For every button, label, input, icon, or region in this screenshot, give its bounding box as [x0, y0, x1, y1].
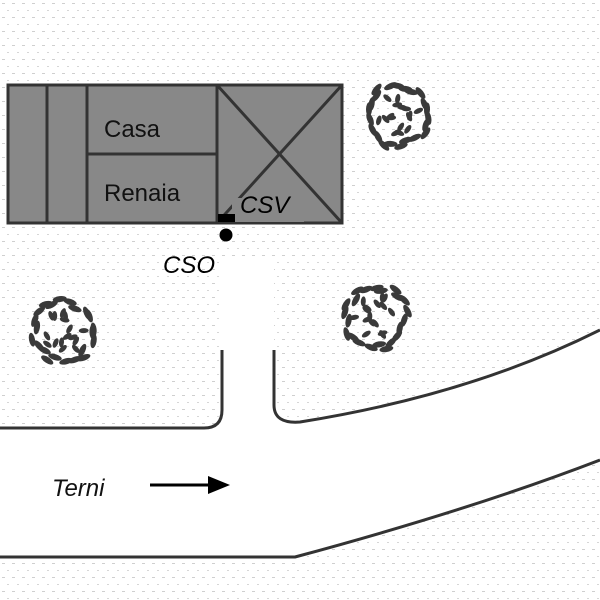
building-label-line1: Casa — [104, 116, 161, 143]
tree-leaf — [52, 296, 67, 303]
tree-leaf — [413, 107, 424, 114]
tree-leaf — [33, 306, 46, 317]
tree-icon — [365, 82, 432, 151]
tree-leaf — [391, 130, 401, 137]
tree-leaf — [28, 332, 36, 347]
tree-leaf — [367, 317, 376, 327]
tree-leaf — [385, 112, 395, 121]
building-casa-renaia: Casa Renaia — [6, 83, 344, 225]
tree-leaf — [360, 296, 366, 307]
tree-leaf — [341, 298, 351, 311]
tree-leaf — [31, 313, 39, 327]
tree-leaf — [63, 298, 77, 306]
tree-leaf — [78, 343, 87, 357]
tree-leaf — [404, 88, 419, 96]
tree-leaf — [399, 136, 413, 144]
terrain-east — [274, 260, 600, 423]
tree-leaf — [359, 285, 373, 294]
tree-leaf — [376, 115, 382, 126]
tree-leaf — [43, 331, 51, 341]
tree-icon — [341, 284, 412, 353]
tree-leaf — [366, 112, 374, 126]
tree-leaf — [62, 332, 72, 340]
tree-leaf — [381, 293, 388, 303]
tree-leaf — [368, 123, 377, 137]
road-edge-east — [272, 328, 600, 424]
tree-leaf — [78, 328, 89, 334]
tree-leaf — [395, 93, 401, 104]
tree-leaf — [45, 300, 58, 310]
road-edge-south — [0, 458, 600, 559]
tree-leaf — [43, 340, 52, 348]
label-backdrop — [232, 198, 304, 222]
tree-leaf — [381, 114, 390, 124]
tree-leaf — [66, 324, 73, 334]
tree-leaf — [68, 304, 82, 313]
tree-leaf — [397, 122, 405, 132]
csv-label: CSV — [240, 192, 291, 219]
tree-leaf — [48, 353, 62, 361]
tree-leaf — [404, 124, 412, 134]
tree-leaf — [351, 286, 364, 296]
road-edges — [0, 328, 600, 559]
tree-leaf — [34, 340, 45, 352]
tree-icon — [28, 296, 97, 365]
tree-leaf — [58, 337, 65, 348]
tree-leaf — [52, 338, 59, 348]
tree-leaf — [371, 89, 382, 102]
tree-leaf — [58, 344, 67, 353]
cso-label: CSO — [163, 252, 215, 279]
tree-leaf — [48, 311, 55, 321]
tree-leaf — [364, 343, 378, 352]
tree-leaf — [41, 355, 54, 365]
bar-marker-icon — [218, 214, 235, 222]
tree-leaf — [72, 336, 80, 346]
tree-leaf — [351, 293, 361, 307]
tree-leaf — [403, 304, 412, 318]
tree-leaf — [394, 142, 408, 150]
road-edge-west — [0, 350, 224, 430]
tree-leaf — [406, 110, 413, 121]
tree-leaf — [85, 309, 93, 323]
building-label-line2: Renaia — [104, 180, 181, 207]
tree-leaf — [383, 94, 392, 102]
tree-leaf — [372, 341, 387, 348]
tree-leaf — [90, 322, 97, 337]
tree-leaf — [59, 308, 66, 318]
tree-leaf — [349, 314, 360, 321]
tree-leaf — [389, 284, 402, 295]
tree-leaf — [362, 306, 371, 314]
tree-leaf — [71, 344, 80, 353]
tree-leaf — [59, 357, 73, 365]
arrow-right-icon — [150, 476, 230, 494]
tree-leaf — [385, 337, 397, 348]
tree-leaf — [371, 83, 382, 96]
point-marker-icon — [219, 228, 233, 242]
tree-leaf — [422, 118, 430, 132]
tree-leaf — [361, 330, 371, 338]
tree-leaf — [379, 301, 388, 310]
terrain-south — [0, 460, 600, 600]
tree-leaf — [397, 104, 408, 110]
tree-leaf — [379, 345, 394, 353]
tree-leaf — [373, 299, 381, 309]
tree-leaf — [379, 330, 387, 339]
tree-leaf — [420, 127, 431, 140]
tree-leaf — [90, 334, 97, 349]
tree-leaf — [423, 102, 431, 117]
tree-leaf — [415, 87, 426, 99]
tree-leaf — [387, 307, 396, 317]
tree-leaf — [398, 294, 410, 306]
tree-leaf — [343, 327, 351, 341]
tree-leaf — [373, 287, 388, 294]
tree-leaf — [341, 305, 349, 320]
direction-label: Terni — [52, 475, 105, 502]
